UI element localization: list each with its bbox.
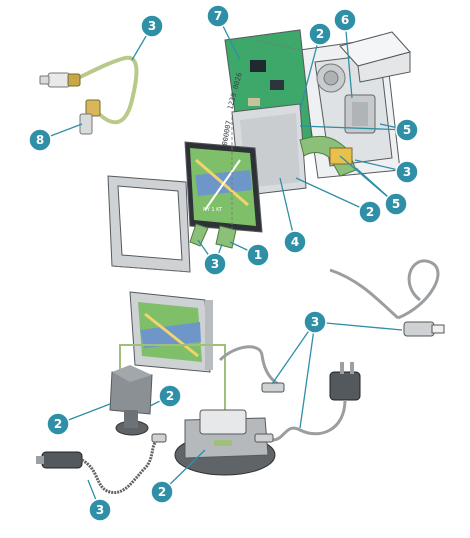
exploded-display-assembly: 1239 0026 0000007 NY 1 KT [107, 29, 411, 273]
callout-label: 3 [96, 503, 104, 517]
callout-label: 1 [254, 248, 262, 262]
car-charger [36, 433, 167, 495]
callout-label: 3 [148, 19, 156, 33]
callout-label: 5 [403, 123, 411, 137]
antenna-connector-straight [39, 72, 81, 88]
callout-c-2-cradle: 2 [46, 412, 70, 436]
mini-usb-cable [218, 345, 285, 393]
callout-label: 7 [214, 9, 222, 23]
callout-c-3-cable: 3 [140, 14, 164, 38]
gps-device [129, 291, 213, 373]
callout-c-6: 6 [333, 8, 357, 32]
charging-dock [174, 409, 276, 476]
callout-c-2-mount: 2 [158, 384, 182, 408]
stand-plate [339, 31, 411, 83]
windshield-cradle [109, 365, 153, 436]
assembly-guide-lines [111, 39, 301, 273]
callout-c-8: 8 [28, 128, 52, 152]
callout-c-3-accessories: 3 [303, 310, 327, 334]
callout-c-3-bezel: 3 [203, 252, 227, 276]
flex-ribbon [299, 135, 357, 177]
callout-label: 2 [316, 27, 324, 41]
lcd-panel: NY 1 KT [184, 141, 263, 233]
callout-c-3-ribbon: 3 [395, 160, 419, 184]
callout-c-4: 4 [283, 230, 307, 254]
callout-label: 3 [403, 165, 411, 179]
usb-cable [329, 259, 445, 337]
callout-label: 3 [311, 315, 319, 329]
callout-label: 8 [36, 133, 44, 147]
antenna-connector-angled [79, 99, 101, 135]
callout-label: 2 [366, 205, 374, 219]
callout-c-7: 7 [206, 4, 230, 28]
callout-label: 3 [211, 257, 219, 271]
callout-c-3-car: 3 [88, 498, 112, 522]
front-bezel [107, 175, 191, 273]
callout-c-2-dock: 2 [150, 480, 174, 504]
callout-c-5-b: 5 [384, 192, 408, 216]
callout-label: 5 [392, 197, 400, 211]
device-with-accessories [36, 259, 445, 495]
callout-c-1: 1 [246, 243, 270, 267]
callout-c-5-a: 5 [395, 118, 419, 142]
callout-label: 6 [341, 13, 349, 27]
callout-label: 2 [166, 389, 174, 403]
battery-pack [344, 94, 376, 134]
callout-c-2-top: 2 [308, 22, 332, 46]
ac-adapter [254, 362, 361, 443]
callout-label: 4 [291, 235, 299, 249]
callout-label: 2 [158, 485, 166, 499]
antenna-cable [39, 55, 139, 135]
callout-c-2-mid: 2 [358, 200, 382, 224]
callout-label: 2 [54, 417, 62, 431]
lcd-screen-text: NY 1 KT [203, 207, 223, 213]
